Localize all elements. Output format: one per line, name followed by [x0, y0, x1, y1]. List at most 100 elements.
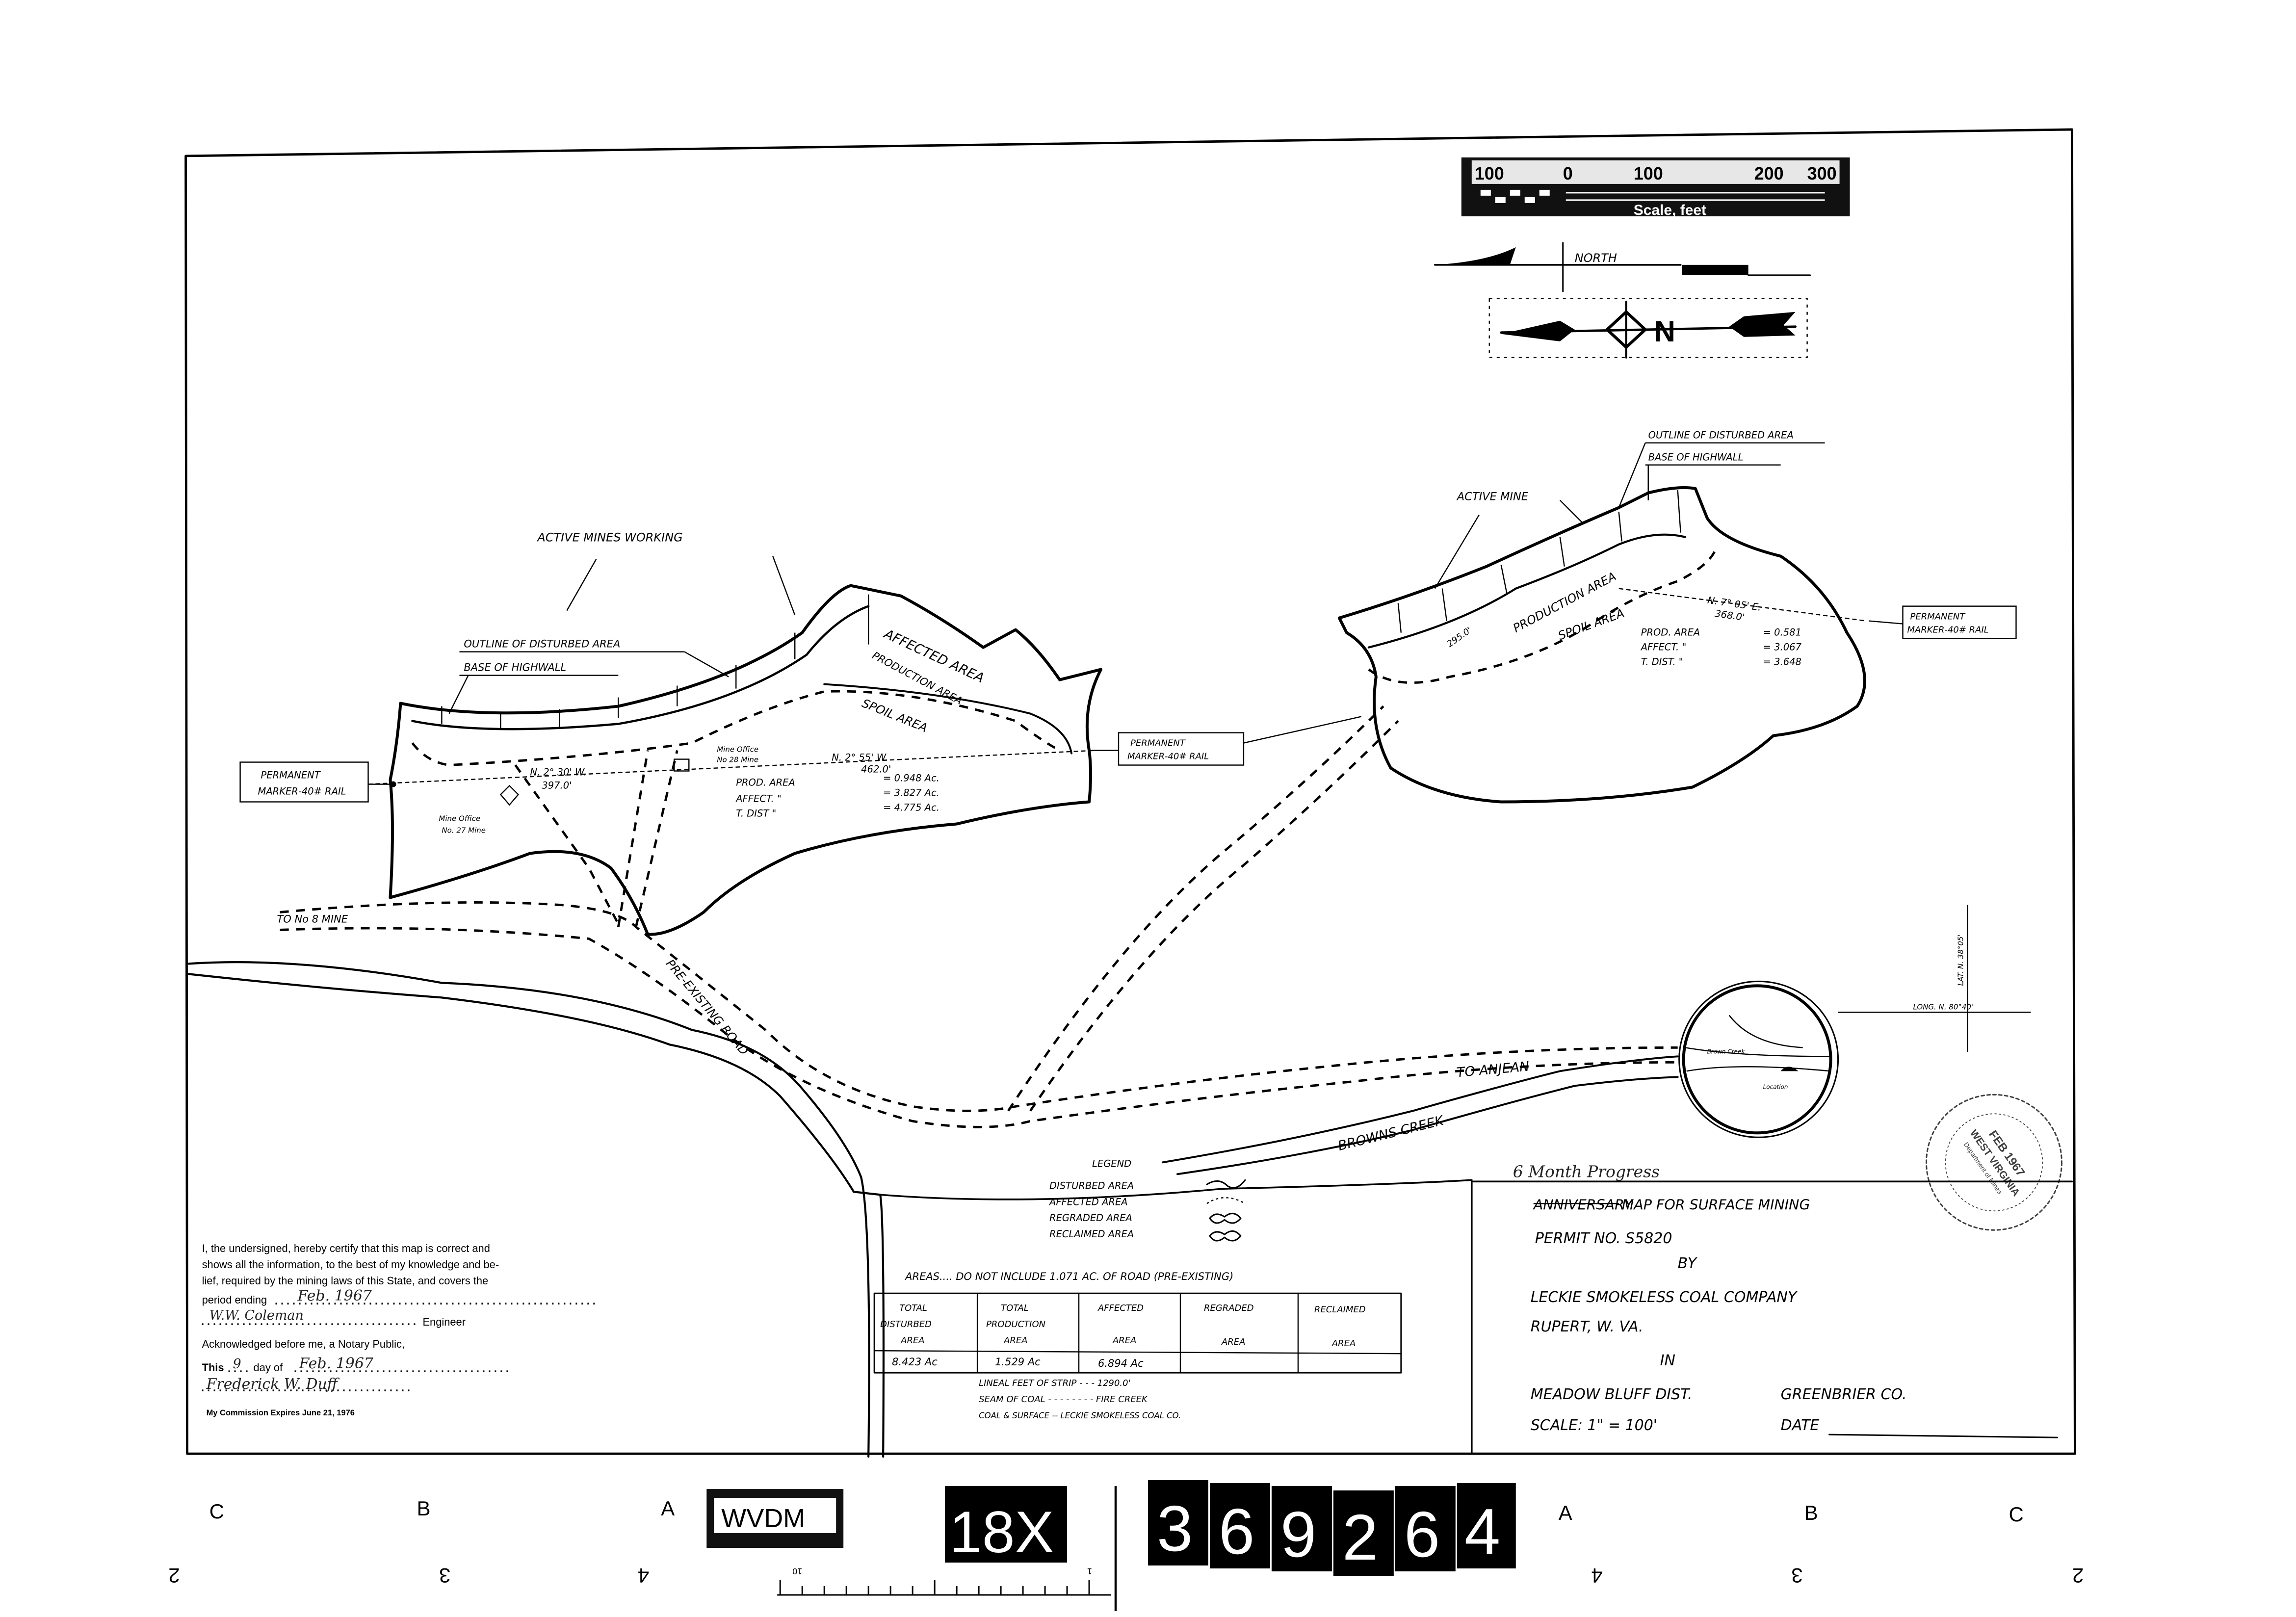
stat-label: PROD. AREA [736, 777, 795, 788]
areas-table: AREAS.... DO NOT INCLUDE 1.071 AC. OF RO… [873, 1271, 1402, 1420]
strip-letter: C [209, 1500, 224, 1523]
notary-ack: Acknowledged before me, a Notary Public, [202, 1338, 405, 1350]
outline-label: OUTLINE OF DISTURBED AREA [464, 638, 620, 650]
office-label: Mine Office [439, 814, 480, 823]
legend: LEGEND DISTURBED AREA AFFECTED AREA REGR… [1048, 1158, 1246, 1242]
stat-label: T. DIST " [736, 808, 776, 819]
latitude-label: LAT. N. 38°05' [1956, 934, 1965, 986]
stat-value: = 3.648 [1763, 656, 1801, 668]
stat-label: PROD. AREA [1641, 627, 1700, 638]
company-location: RUPERT, W. VA. [1531, 1318, 1644, 1335]
period-label: period ending [202, 1294, 267, 1306]
strip-letter: C [2009, 1503, 2023, 1526]
active-mine-label: ACTIVE MINE [1456, 491, 1529, 503]
strip-number: 4 [638, 1564, 649, 1587]
film-strip: C B A A B C 2 3 4 4 3 2 WVDM 18X 3 6 9 2… [168, 1480, 2084, 1612]
struck-word: ANNIVERSARY [1533, 1197, 1634, 1213]
table-header: TOTAL [1001, 1303, 1029, 1313]
date-label: DATE [1781, 1417, 1820, 1434]
table-header: REGRADED [1204, 1303, 1254, 1313]
stat-value: = 0.948 Ac. [883, 773, 939, 784]
outline-label: OUTLINE OF DISTURBED AREA [1648, 430, 1794, 441]
marker-label: MARKER-40# RAIL [1907, 625, 1989, 635]
ownership: COAL & SURFACE -- LECKIE SMOKELESS COAL … [979, 1411, 1181, 1420]
legend-item: DISTURBED AREA [1049, 1180, 1134, 1191]
permanent-marker-middle: PERMANENT MARKER-40# RAIL [1092, 716, 1362, 766]
highwall-label: BASE OF HIGHWALL [464, 662, 566, 674]
longitude-label: LONG. N. 80°40' [1913, 1002, 1974, 1011]
map-scale: SCALE: 1" = 100' [1531, 1417, 1657, 1434]
day-of-label: day of [254, 1361, 284, 1374]
marker-label: MARKER-40# RAIL [1127, 752, 1209, 762]
coal-seam: SEAM OF COAL - - - - - - - - FIRE CREEK [979, 1394, 1148, 1405]
office-label: No 28 Mine [717, 756, 758, 764]
highwall-label: BASE OF HIGHWALL [1648, 452, 1744, 463]
strip-number: 3 [1791, 1564, 1802, 1587]
areas-note: AREAS.... DO NOT INCLUDE 1.071 AC. OF RO… [904, 1271, 1233, 1282]
creek-label: BROWNS CREEK [1336, 1113, 1446, 1154]
marker-label: MARKER-40# RAIL [258, 786, 346, 797]
stat-label: AFFECT. " [1640, 642, 1687, 653]
map-creek-label: Brown Creek [1707, 1048, 1746, 1055]
stat-value: = 0.581 [1763, 627, 1801, 638]
period-value: Feb. 1967 [297, 1287, 372, 1304]
county: GREENBRIER CO. [1781, 1386, 1907, 1403]
compass-rose: N [1488, 298, 1808, 359]
scale-bar: 100 0 100 200 300 Scale, feet [1461, 157, 1850, 218]
cert-text: lief, required by the mining laws of thi… [202, 1275, 489, 1287]
company-name: LECKIE SMOKELESS COAL COMPANY [1531, 1289, 1798, 1306]
regraded-symbol [1209, 1213, 1242, 1224]
stat-label: T. DIST. " [1641, 656, 1683, 668]
film-ruler [777, 1580, 1112, 1596]
office-label: Mine Office [717, 745, 758, 754]
strip-length: LINEAL FEET OF STRIP - - - 1290.0' [979, 1378, 1130, 1388]
marker-label: PERMANENT [261, 770, 321, 781]
distance-label: 295.0' [1445, 625, 1474, 650]
affected-symbol [1206, 1197, 1246, 1204]
strip-number: 2 [2072, 1564, 2084, 1587]
by-label: BY [1678, 1255, 1698, 1272]
stat-label: AFFECT. " [735, 793, 782, 805]
film-digit: 6 [1219, 1495, 1254, 1567]
river [187, 961, 1473, 1458]
scale-tick: 200 [1754, 163, 1784, 183]
film-digit: 2 [1342, 1501, 1378, 1573]
strip-number: 4 [1591, 1564, 1602, 1587]
legend-item: REGRADED AREA [1049, 1212, 1132, 1224]
wvdm-label: WVDM [721, 1504, 805, 1533]
commission-expiry: My Commission Expires June 21, 1976 [207, 1408, 355, 1417]
road-label-no8: TO No 8 MINE [277, 913, 348, 925]
mine-office-27-icon [499, 784, 520, 806]
table-header: AREA [1221, 1337, 1245, 1347]
table-header: TOTAL [899, 1303, 927, 1313]
ruler-label: 1 [1087, 1566, 1092, 1576]
scale-tick: 100 [1475, 163, 1504, 183]
in-label: IN [1660, 1352, 1675, 1369]
active-mines-label: ACTIVE MINES WORKING [536, 531, 682, 545]
browns-creek: BROWNS CREEK [1162, 1055, 1679, 1175]
table-header: AREA [900, 1335, 924, 1346]
strip-number: 2 [168, 1564, 180, 1587]
table-header: DISTURBED [880, 1319, 932, 1330]
scale-tick: 0 [1563, 163, 1573, 183]
roads: TO No 8 MINE PRE-EXISTING ROAD TO ANJEAN [277, 705, 1678, 1128]
legend-item: RECLAIMED AREA [1049, 1228, 1134, 1240]
day-value: 9 [233, 1356, 241, 1372]
permit-number: PERMIT NO. S5820 [1535, 1230, 1672, 1247]
north-arrow: NORTH [1434, 242, 1811, 292]
table-header: AREA [1331, 1338, 1356, 1349]
table-cell: 1.529 Ac [995, 1356, 1041, 1368]
road-label-anjean: TO ANJEAN [1456, 1059, 1530, 1080]
bearing-label: N. 2° 30' W. [530, 767, 587, 778]
film-digit: 3 [1157, 1492, 1193, 1565]
table-header: AREA [1003, 1335, 1027, 1346]
spoil-area-label: SPOIL AREA [860, 696, 929, 735]
distance-label: 397.0' [542, 780, 572, 791]
table-header: AREA [1112, 1335, 1136, 1346]
month-value: Feb. 1967 [299, 1355, 374, 1372]
title-block: 6 Month Progress ANNIVERSARY MAP FOR SUR… [1471, 1162, 2073, 1455]
strip-number: 3 [439, 1564, 450, 1587]
compass-letter: N [1654, 315, 1675, 348]
left-mine-area: ACTIVE MINES WORKING OUTLINE OF DISTURBE… [368, 531, 1103, 936]
stat-value: = 4.775 Ac. [883, 802, 939, 813]
